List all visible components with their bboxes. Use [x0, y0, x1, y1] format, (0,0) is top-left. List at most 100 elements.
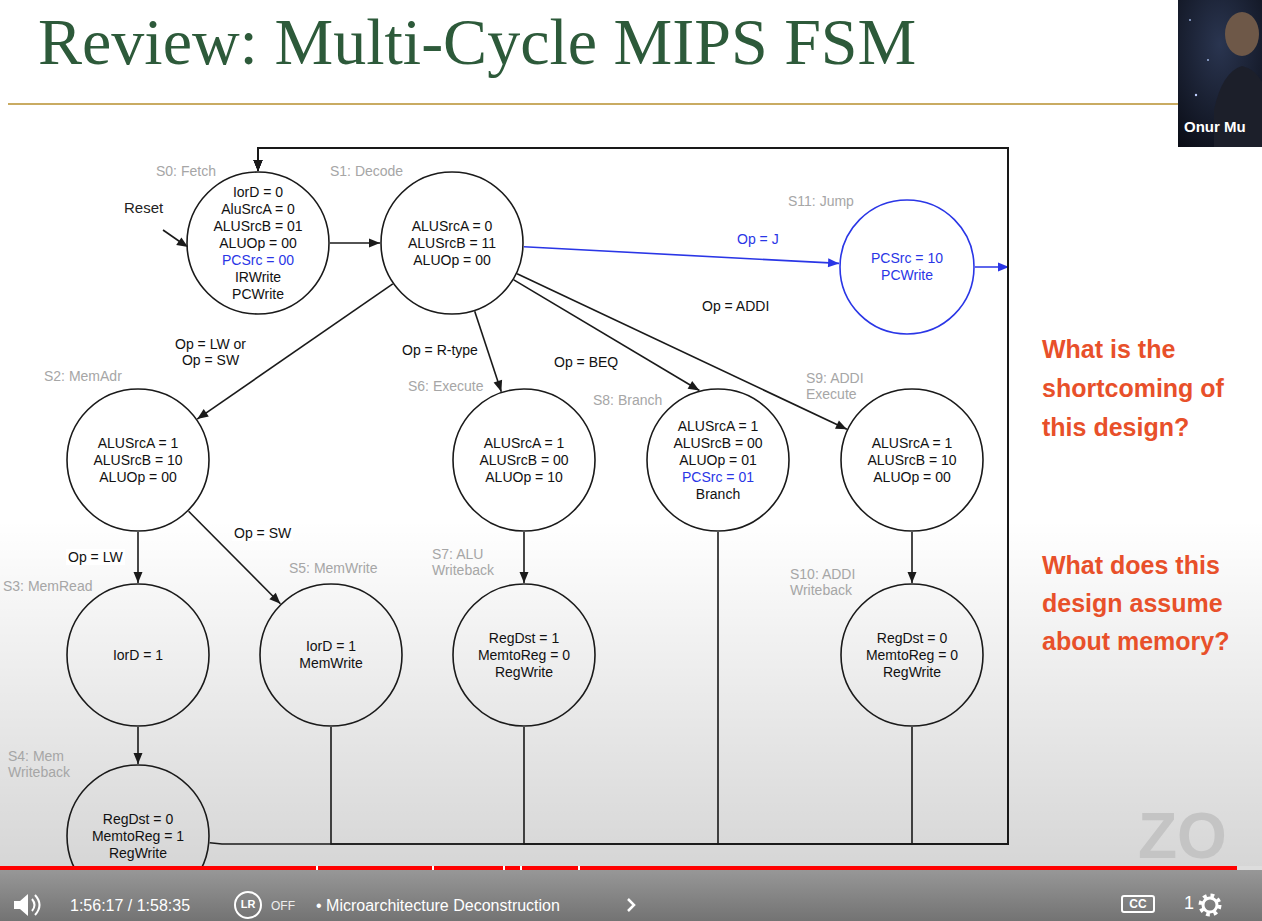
- state-node: ALUSrcA = 1ALUSrcB = 10ALUOp = 00S2: Mem…: [66, 388, 210, 532]
- control-signal: ALUSrcA = 0: [412, 218, 493, 235]
- state-outline: [841, 389, 983, 531]
- state-outline: [647, 389, 789, 531]
- state-node: RegDst = 1MemtoReg = 0RegWriteS7: ALU Wr…: [452, 583, 596, 727]
- state-actions: IorD = 1MemWrite: [259, 583, 403, 727]
- control-signal: ALUSrcB = 10: [93, 452, 182, 469]
- control-signal: ALUSrcB = 01: [213, 218, 302, 235]
- control-signal: ALUOp = 00: [413, 252, 490, 269]
- control-signal: ALUSrcB = 00: [673, 435, 762, 452]
- state-node: ALUSrcA = 1ALUSrcB = 00ALUOp = 10S6: Exe…: [452, 388, 596, 532]
- state-outline: [260, 584, 402, 726]
- control-signal: ALUOp = 00: [219, 235, 296, 252]
- toggle-state: OFF: [271, 899, 295, 913]
- arrow-head: [134, 753, 143, 764]
- control-signal: IorD = 1: [306, 638, 356, 655]
- state-actions: RegDst = 1MemtoReg = 0RegWrite: [452, 583, 596, 727]
- transition-arrow: [254, 148, 1009, 844]
- state-name: S10: ADDI Writeback: [790, 566, 868, 598]
- transition-condition: Op = LW or Op = SW: [166, 336, 255, 368]
- transition-line: [258, 148, 1008, 844]
- transition-arrow: [134, 532, 143, 583]
- arrow-head: [134, 572, 143, 583]
- control-signal: IorD = 1: [113, 647, 163, 664]
- control-signal: PCSrc = 01: [682, 469, 754, 486]
- state-node: IorD = 1S3: MemRead: [66, 583, 210, 727]
- control-signal: ALUOp = 00: [873, 469, 950, 486]
- control-signal: ALUSrcB = 11: [408, 235, 496, 252]
- lr-icon-ring: [235, 892, 261, 918]
- transition-arrow: [210, 148, 1008, 844]
- state-node: RegDst = 0MemtoReg = 0RegWriteS10: ADDI …: [840, 583, 984, 727]
- chapter-gap: [503, 866, 505, 870]
- star: [1189, 19, 1191, 21]
- playback-speed: 1: [1184, 893, 1194, 915]
- state-actions: RegDst = 0MemtoReg = 0RegWrite: [840, 583, 984, 727]
- arrow-head: [254, 160, 263, 171]
- transition-condition: Op = J: [735, 231, 781, 247]
- star: [1207, 59, 1209, 61]
- question-text: What is the shortcoming of this design?: [1042, 330, 1257, 447]
- transition-condition: Op = LW: [66, 549, 125, 565]
- control-signal: ALUSrcB = 10: [867, 452, 956, 469]
- chapter-gap: [520, 866, 522, 870]
- state-outline: [67, 765, 209, 907]
- state-outline: [840, 200, 974, 334]
- transition-line: [524, 247, 839, 264]
- transition-arrow: [254, 148, 1009, 844]
- transition-arrow: [330, 239, 380, 248]
- captions-button: CC: [1121, 895, 1155, 913]
- transition-condition: Op = BEQ: [552, 354, 620, 370]
- state-actions: IorD = 0AluSrcA = 0ALUSrcB = 01ALUOp = 0…: [186, 171, 330, 315]
- zoom-watermark: ZO: [1138, 798, 1227, 875]
- arrow-head: [254, 160, 263, 171]
- control-signal: AluSrcA = 0: [221, 201, 295, 218]
- control-signal: RegWrite: [495, 664, 553, 681]
- transition-line: [517, 274, 847, 430]
- arrow-head: [254, 160, 263, 171]
- state-outline: [841, 584, 983, 726]
- arrow-head: [828, 258, 839, 267]
- state-name: S0: Fetch: [156, 163, 256, 179]
- arrow-head: [269, 593, 280, 604]
- state-name: S2: MemAdr: [44, 368, 154, 384]
- arrow-head: [197, 409, 209, 419]
- transition-arrow: [254, 148, 1009, 267]
- state-node: PCSrc = 10PCWriteS11: Jump: [839, 199, 975, 335]
- video-time: 1:56:17 / 1:58:35: [70, 896, 190, 915]
- arrow-head: [908, 572, 917, 583]
- control-signal: ALUSrcB = 00: [479, 452, 568, 469]
- control-signal: ALUSrcA = 1: [872, 435, 953, 452]
- arrow-head: [688, 381, 700, 391]
- transition-arrow: [254, 148, 1009, 844]
- transition-line: [514, 280, 700, 391]
- state-node: ALUSrcA = 0ALUSrcB = 11ALUOp = 00S1: Dec…: [380, 171, 524, 315]
- transition-arrow: [520, 532, 529, 583]
- settings-gear-teeth: [1201, 896, 1219, 914]
- speaker-icon: [14, 894, 28, 916]
- state-node: ALUSrcA = 1ALUSrcB = 00ALUOp = 01PCSrc =…: [646, 388, 790, 532]
- control-signal: PCWrite: [881, 267, 933, 284]
- state-name: S4: Mem Writeback: [8, 748, 78, 780]
- state-actions: PCSrc = 10PCWrite: [839, 199, 975, 335]
- state-actions: ALUSrcA = 1ALUSrcB = 00ALUOp = 01PCSrc =…: [646, 388, 790, 532]
- transition-line: [210, 148, 1008, 844]
- arrow-head: [369, 239, 380, 248]
- state-name: S5: MemWrite: [289, 560, 399, 576]
- transition-line: [258, 148, 1008, 844]
- state-outline: [453, 389, 595, 531]
- state-actions: ALUSrcA = 0ALUSrcB = 11ALUOp = 00: [380, 171, 524, 315]
- arrow-head: [254, 160, 263, 171]
- progress-played: [0, 866, 1237, 870]
- state-outline: [67, 389, 209, 531]
- control-signal: RegWrite: [109, 845, 167, 862]
- question-text: What does this design assume about memor…: [1042, 546, 1257, 660]
- state-name: S7: ALU Writeback: [432, 546, 504, 578]
- transition-line: [258, 148, 1008, 267]
- transition-arrow: [517, 274, 847, 430]
- chapter-gap: [432, 866, 434, 870]
- speaker-wave: [35, 895, 40, 915]
- state-node: IorD = 1MemWriteS5: MemWrite: [259, 583, 403, 727]
